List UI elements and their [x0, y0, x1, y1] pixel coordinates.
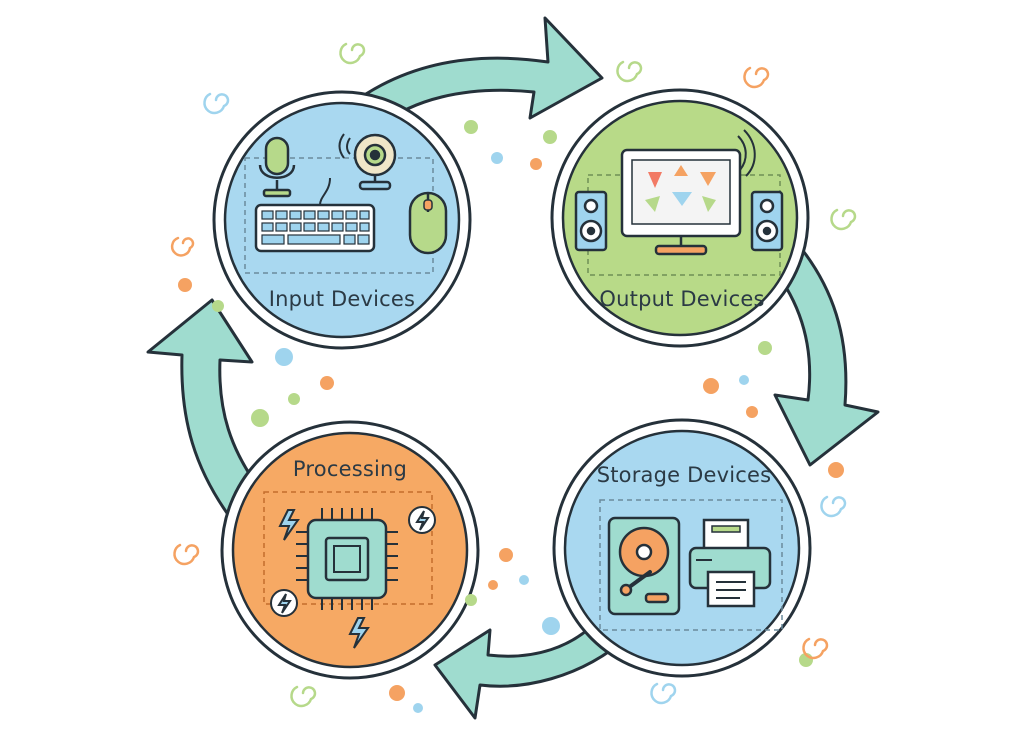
- microphone-icon: [258, 136, 296, 198]
- keyboard-icon: [254, 177, 376, 253]
- hard-drive-icon: [607, 516, 681, 616]
- node-output: [550, 88, 810, 348]
- left-speaker-icon: [574, 190, 608, 252]
- lightning-bubble-icon: [408, 506, 436, 534]
- lightning-icon: [348, 617, 370, 649]
- node-storage: [552, 418, 812, 678]
- arrow-storage-to-processing: [433, 610, 632, 720]
- printer-icon: [688, 518, 772, 608]
- decorative-swirls: [170, 42, 857, 708]
- arrow-output-to-storage: [766, 233, 880, 467]
- lightning-icon: [278, 509, 300, 541]
- arrow-input-to-output: [348, 16, 604, 130]
- mouse-icon: [408, 191, 448, 255]
- right-speaker-icon: [750, 190, 784, 252]
- webcam-icon: [338, 133, 397, 191]
- cpu-chip-icon: [296, 508, 398, 610]
- node-processing: [220, 420, 480, 680]
- flow-arrows: [146, 16, 880, 720]
- arrow-processing-to-input: [146, 298, 264, 522]
- output-devices-label: Output Devices: [599, 287, 765, 311]
- storage-devices-label: Storage Devices: [596, 463, 772, 487]
- node-input: [212, 90, 472, 350]
- monitor-icon: [620, 129, 756, 256]
- input-devices-label: Input Devices: [268, 287, 416, 311]
- decorative-dots: [178, 120, 844, 713]
- lightning-bubble-icon: [270, 589, 298, 617]
- processing-label: Processing: [292, 457, 408, 481]
